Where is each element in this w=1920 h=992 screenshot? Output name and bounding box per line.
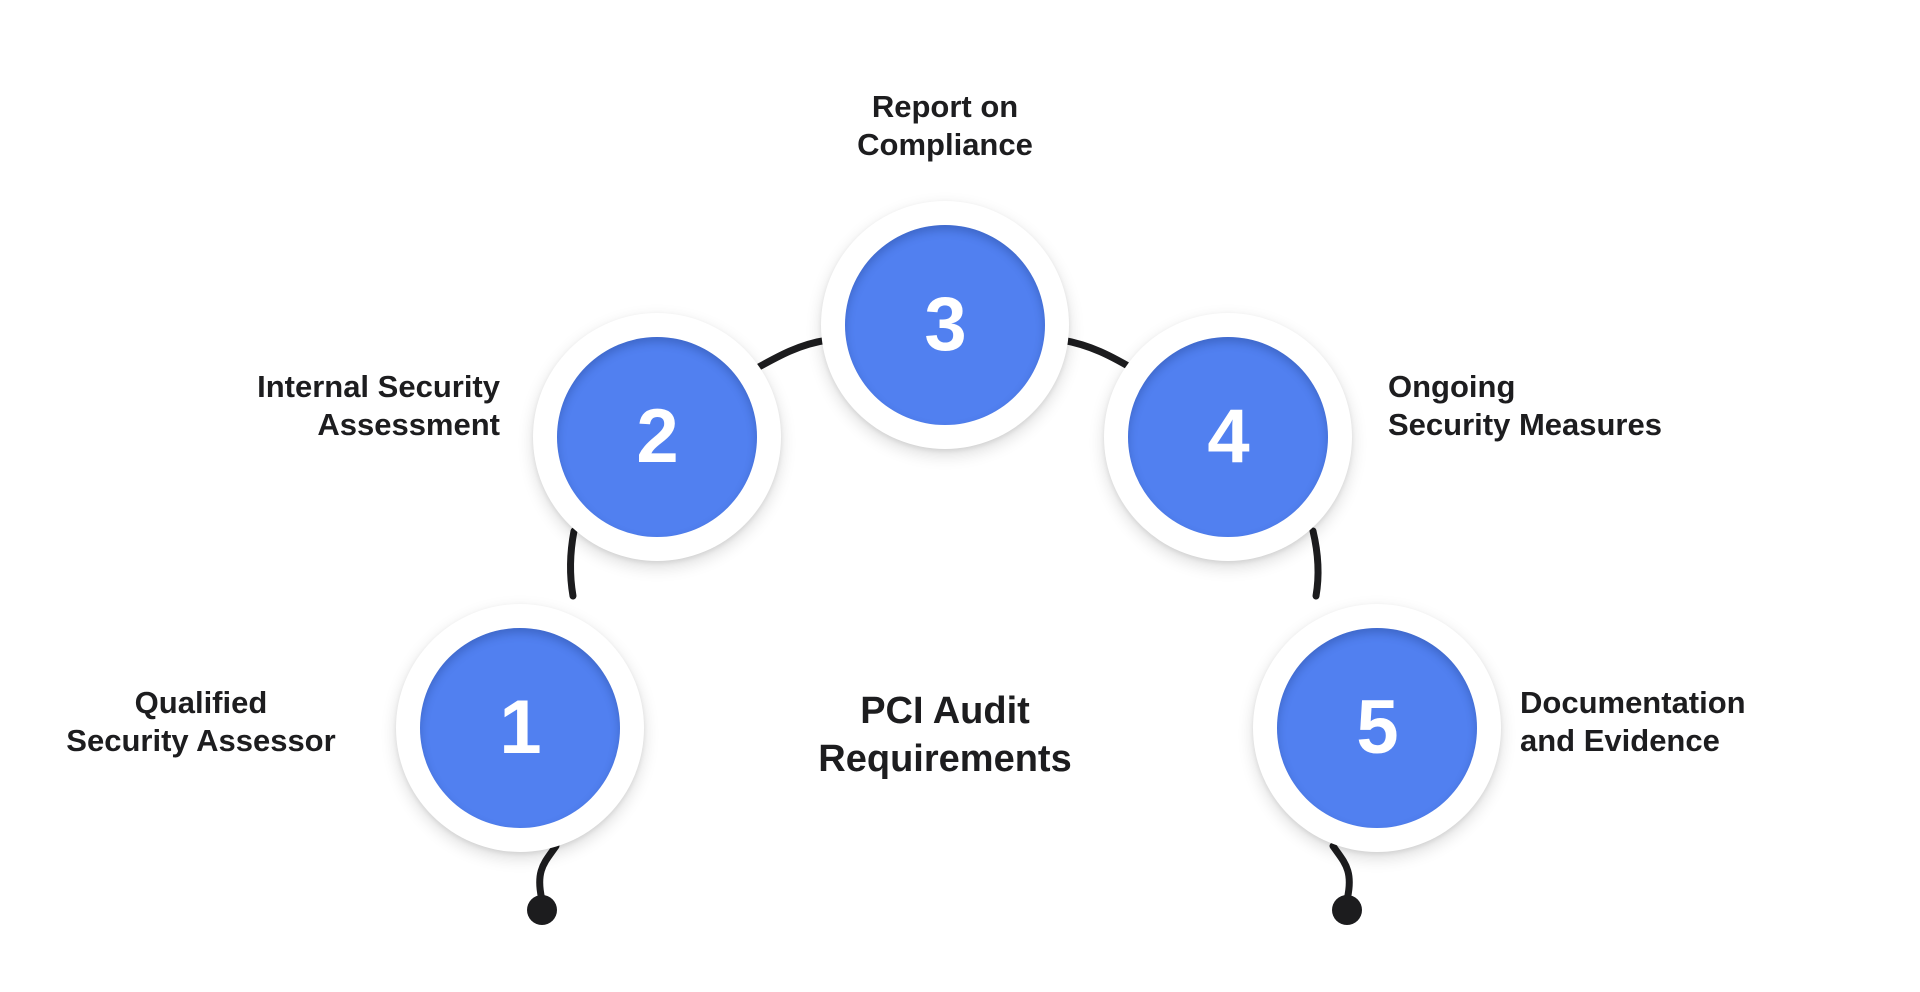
connector-5-to-end-dot	[1329, 842, 1353, 904]
diagram-center-title: PCI Audit Requirements	[818, 690, 1072, 780]
start-dot	[527, 895, 557, 925]
process-node-1-label: Qualified Security Assessor	[66, 685, 336, 759]
process-node-4-number: 4	[1207, 394, 1249, 479]
process-node-3[interactable]: 3	[821, 201, 1069, 449]
endpoint-dots	[527, 895, 1362, 925]
process-node-5-disc: 5	[1277, 628, 1477, 828]
process-node-1-disc: 1	[420, 628, 620, 828]
process-node-2[interactable]: 2	[533, 313, 781, 561]
process-node-4[interactable]: 4	[1104, 313, 1352, 561]
connector-start-dot-to-1	[536, 842, 560, 904]
connector-1-to-2	[566, 527, 578, 600]
connector-4-to-5	[1309, 527, 1322, 600]
process-node-3-label: Report on Compliance	[857, 89, 1033, 163]
process-node-1-number: 1	[499, 685, 541, 770]
process-node-5-label: Documentation and Evidence	[1520, 685, 1746, 759]
process-node-3-number: 3	[924, 282, 966, 367]
process-node-1[interactable]: 1	[396, 604, 644, 852]
process-node-2-disc: 2	[557, 337, 757, 537]
process-node-2-number: 2	[636, 394, 678, 479]
process-node-4-disc: 4	[1128, 337, 1328, 537]
process-node-2-label: Internal Security Assessment	[257, 369, 500, 443]
process-node-5-number: 5	[1356, 685, 1398, 770]
process-node-5[interactable]: 5	[1253, 604, 1501, 852]
end-dot	[1332, 895, 1362, 925]
process-node-3-disc: 3	[845, 225, 1045, 425]
process-node-4-label: Ongoing Security Measures	[1388, 369, 1662, 443]
